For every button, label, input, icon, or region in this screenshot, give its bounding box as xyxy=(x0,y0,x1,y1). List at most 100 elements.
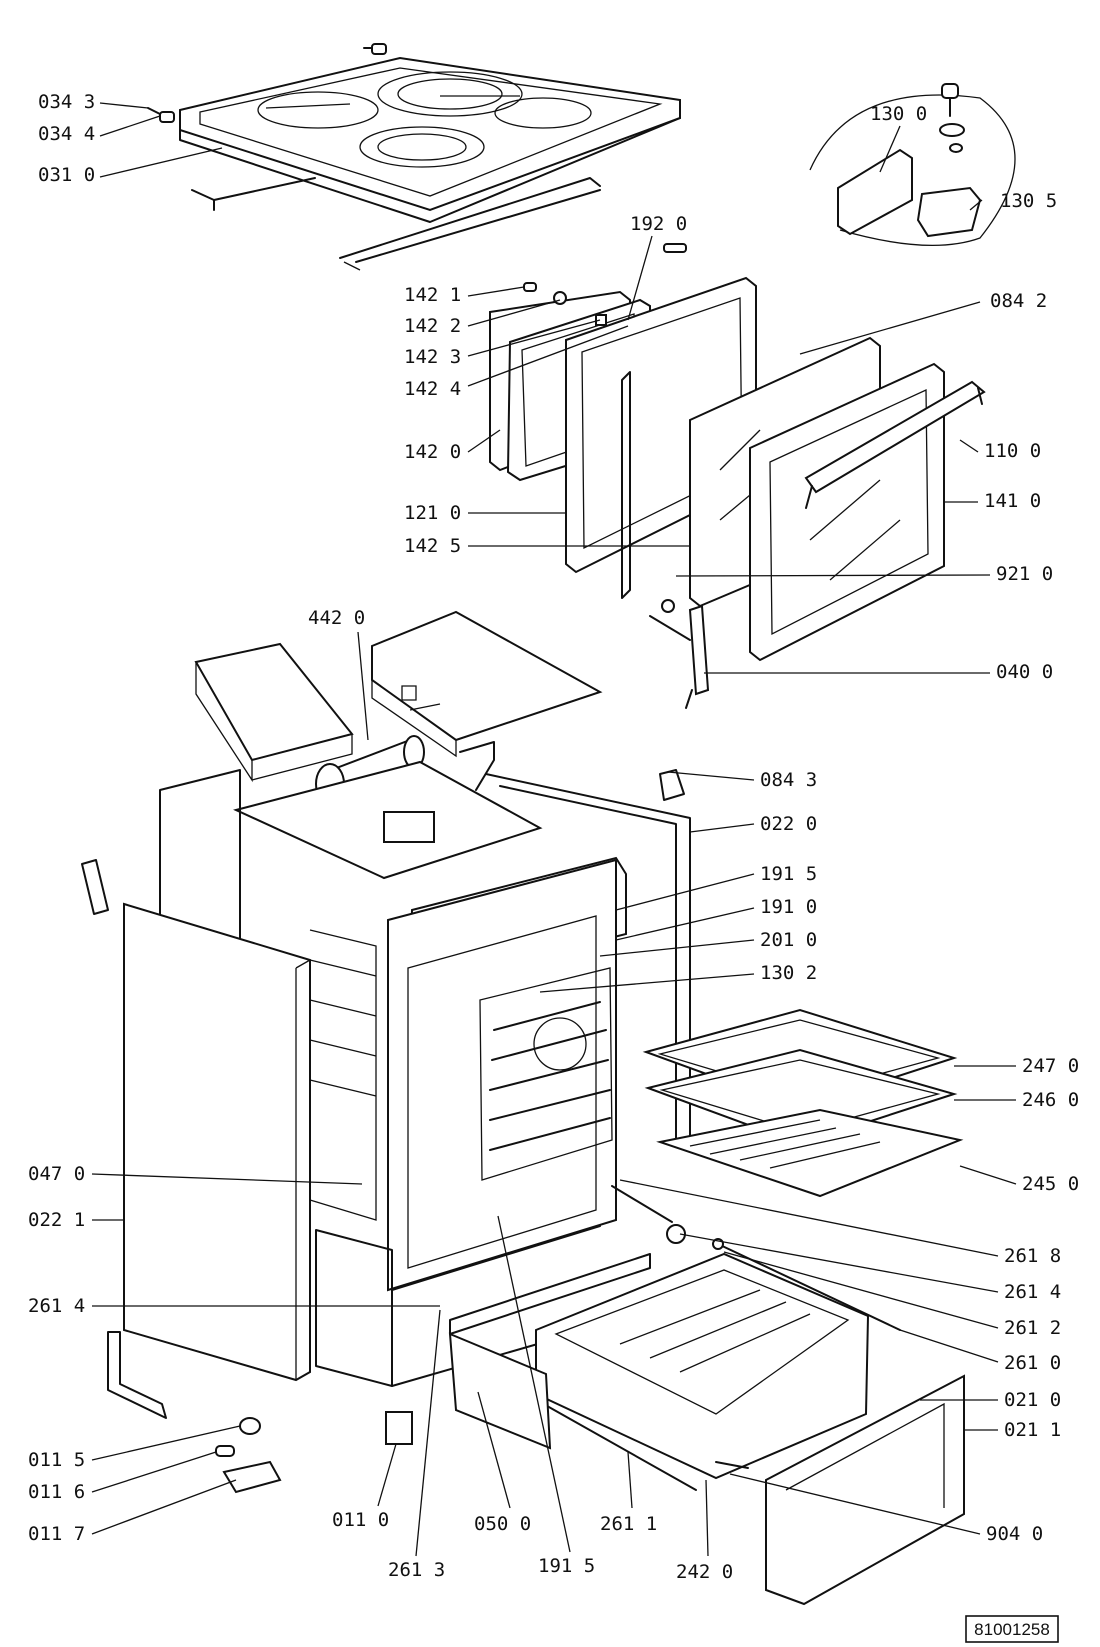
leader-line-142-4 xyxy=(467,325,629,387)
leader-line-192-0 xyxy=(627,235,653,321)
leader-line-242-0 xyxy=(705,1479,709,1557)
leader-line-084-2 xyxy=(799,301,981,355)
part-label-050-0: 050 0 xyxy=(474,1513,531,1535)
leader-line-022-0 xyxy=(689,823,755,833)
door-screws xyxy=(523,243,687,326)
part-label-031-0: 031 0 xyxy=(38,164,95,186)
leader-line-130-2 xyxy=(539,973,755,993)
part-label-261-4b: 261 4 xyxy=(28,1295,85,1317)
leader-line-201-0 xyxy=(599,939,755,957)
door-handle xyxy=(804,380,986,509)
part-label-142-4: 142 4 xyxy=(404,378,461,400)
part-label-130-0: 130 0 xyxy=(870,103,927,125)
drawer-runners xyxy=(448,1253,749,1491)
part-label-247-0: 247 0 xyxy=(1022,1055,1079,1077)
part-label-201-0: 201 0 xyxy=(760,929,817,951)
hob-mounting-rails xyxy=(191,177,601,271)
leader-lines xyxy=(91,102,1017,1557)
part-label-245-0: 245 0 xyxy=(1022,1173,1079,1195)
part-label-011-0: 011 0 xyxy=(332,1509,389,1531)
part-label-022-1: 022 1 xyxy=(28,1209,85,1231)
leader-line-191-0 xyxy=(615,907,755,941)
part-label-261-1: 261 1 xyxy=(600,1513,657,1535)
drawer-front xyxy=(765,1374,965,1606)
leader-line-261-3 xyxy=(415,1309,441,1557)
part-label-011-5: 011 5 xyxy=(28,1449,85,1471)
part-label-261-4a: 261 4 xyxy=(1004,1281,1061,1303)
side-panel xyxy=(123,902,311,1382)
oven-cavity xyxy=(387,858,617,1292)
leader-line-084-3 xyxy=(667,771,755,781)
leader-line-442-0 xyxy=(357,631,369,741)
part-label-142-2: 142 2 xyxy=(404,315,461,337)
leader-line-011-7 xyxy=(91,1479,237,1535)
part-label-192-0: 192 0 xyxy=(630,213,687,235)
part-label-034-3: 034 3 xyxy=(38,91,95,113)
misc-fixings xyxy=(81,689,693,1494)
leader-line-261-8 xyxy=(619,1179,999,1257)
part-label-921-0: 921 0 xyxy=(996,563,1053,585)
part-label-121-0: 121 0 xyxy=(404,502,461,524)
part-label-191-5a: 191 5 xyxy=(760,863,817,885)
part-label-242-0: 242 0 xyxy=(676,1561,733,1583)
part-label-047-0: 047 0 xyxy=(28,1163,85,1185)
part-label-110-0: 110 0 xyxy=(984,440,1041,462)
leader-line-191-5a xyxy=(615,873,755,911)
leader-line-031-0 xyxy=(99,147,223,178)
part-label-246-0: 246 0 xyxy=(1022,1089,1079,1111)
leader-line-130-0 xyxy=(879,125,901,173)
leader-line-191-5b xyxy=(497,1215,571,1553)
door-lock-detail xyxy=(809,83,1016,246)
part-label-011-6: 011 6 xyxy=(28,1481,85,1503)
leader-line-011-0 xyxy=(377,1443,397,1507)
leader-line-142-0 xyxy=(467,429,501,453)
part-label-191-0: 191 0 xyxy=(760,896,817,918)
leader-line-050-0 xyxy=(477,1391,511,1509)
part-label-130-2: 130 2 xyxy=(760,962,817,984)
part-label-021-1: 021 1 xyxy=(1004,1419,1061,1441)
part-label-084-3: 084 3 xyxy=(760,769,817,791)
side-insulation xyxy=(309,929,377,1221)
drawing-number: 81001258 xyxy=(974,1620,1050,1639)
part-label-261-0: 261 0 xyxy=(1004,1352,1061,1374)
leader-line-261-2 xyxy=(723,1251,999,1329)
door-hinge xyxy=(649,599,710,696)
drawing-number-box: 81001258 xyxy=(965,1615,1059,1643)
part-label-034-4: 034 4 xyxy=(38,123,95,145)
leader-line-011-6 xyxy=(91,1451,217,1493)
leader-line-261-4a xyxy=(679,1233,999,1293)
part-label-261-2: 261 2 xyxy=(1004,1317,1061,1339)
storage-drawer xyxy=(535,1252,870,1480)
leader-line-261-1 xyxy=(627,1451,633,1509)
leader-line-034-3 xyxy=(99,102,149,109)
leader-line-142-3 xyxy=(467,319,601,357)
knob-screw-top xyxy=(147,43,387,123)
part-label-022-0: 022 0 xyxy=(760,813,817,835)
baking-trays xyxy=(642,1008,964,1198)
leader-line-142-1 xyxy=(467,286,525,297)
part-label-084-2: 084 2 xyxy=(990,290,1047,312)
leader-line-261-0 xyxy=(899,1329,999,1363)
leader-line-142-2 xyxy=(467,299,561,327)
part-label-442-0: 442 0 xyxy=(308,607,365,629)
leader-line-034-4 xyxy=(99,115,161,137)
part-label-142-3: 142 3 xyxy=(404,346,461,368)
cabinet-top-panel xyxy=(233,760,543,880)
part-label-261-8: 261 8 xyxy=(1004,1245,1061,1267)
leader-line-047-0 xyxy=(91,1173,363,1185)
part-label-130-5: 130 5 xyxy=(1000,190,1057,212)
burner-grille-detail xyxy=(401,685,441,711)
ceramic-hob-top xyxy=(179,56,681,223)
leader-line-110-0 xyxy=(959,439,979,453)
part-label-142-5: 142 5 xyxy=(404,535,461,557)
leader-line-921-0 xyxy=(675,574,991,577)
leader-line-130-5 xyxy=(969,199,983,211)
part-label-261-3: 261 3 xyxy=(388,1559,445,1581)
part-label-021-0: 021 0 xyxy=(1004,1389,1061,1411)
part-label-011-7: 011 7 xyxy=(28,1523,85,1545)
leader-line-245-0 xyxy=(959,1165,1017,1185)
part-label-040-0: 040 0 xyxy=(996,661,1053,683)
